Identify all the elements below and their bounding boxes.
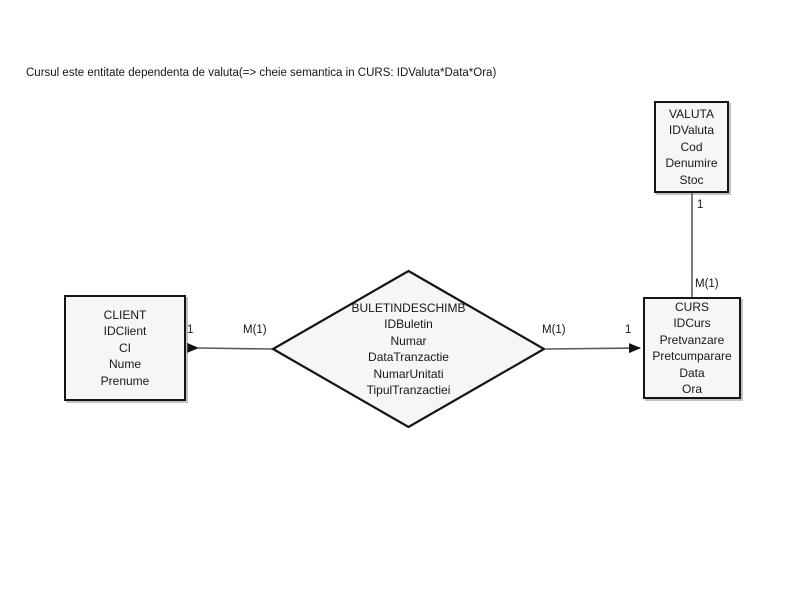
entity-valuta-attribute: Stoc — [679, 172, 704, 187]
entity-valuta-attribute: IDValuta — [668, 123, 715, 138]
entity-valuta-attribute: Denumire — [665, 156, 718, 171]
entity-curs-attribute: IDCurs — [673, 316, 711, 330]
entity-curs-title: CURS — [674, 299, 709, 314]
connector-client-buletindeschimb — [186, 342, 273, 353]
entity-curs-attribute: Pretvanzare — [659, 332, 725, 347]
relationship-buletindeschimb[interactable]: BULETINDESCHIMB IDBuletin Numar DataTran… — [271, 269, 546, 429]
entity-client-attribute: Prenume — [100, 373, 150, 388]
entity-client-attribute: CI — [119, 340, 131, 355]
entity-client[interactable]: CLIENT IDClient CI Nume Prenume — [64, 295, 186, 401]
entity-curs-attribute: Ora — [681, 382, 702, 396]
entity-curs[interactable]: CURS IDCurs Pretvanzare Pretcumparare Da… — [643, 297, 741, 399]
entity-client-attribute: IDClient — [103, 324, 147, 339]
cardinality-label-curs-one: 1 — [625, 324, 632, 336]
entity-valuta-attribute: Cod — [680, 139, 703, 154]
connector-buletindeschimb-curs — [545, 343, 641, 354]
entity-curs-attribute: Pretcumparare — [652, 349, 732, 363]
cardinality-label-diamond-left-many: M(1) — [243, 324, 267, 336]
cardinality-label-diamond-right-many: M(1) — [542, 324, 566, 336]
entity-valuta[interactable]: VALUTA IDValuta Cod Denumire Stoc — [654, 101, 729, 193]
diagram-caption: Cursul este entitate dependenta de valut… — [26, 67, 497, 79]
entity-curs-attribute: Data — [679, 365, 705, 380]
cardinality-label-valuta-one: 1 — [697, 199, 704, 211]
cardinality-label-client-one: 1 — [187, 324, 194, 336]
entity-valuta-title: VALUTA — [669, 106, 714, 121]
cardinality-label-curs-many: M(1) — [695, 278, 719, 290]
entity-client-title: CLIENT — [103, 307, 147, 322]
diamond-shape — [271, 269, 546, 429]
entity-client-attribute: Nume — [108, 357, 141, 372]
